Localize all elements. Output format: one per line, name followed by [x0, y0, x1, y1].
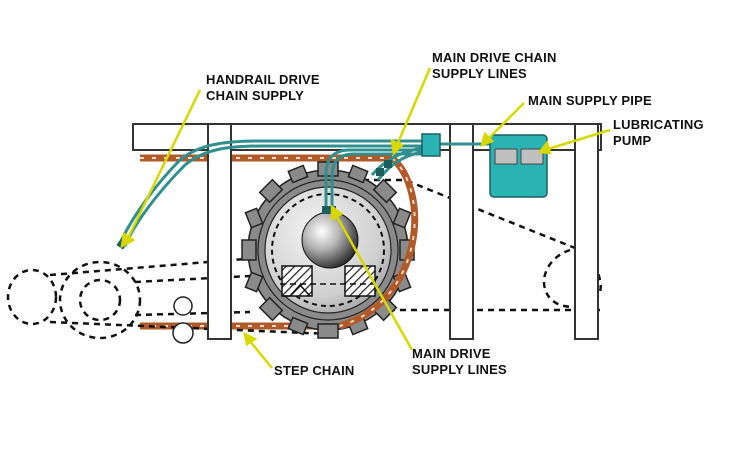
label-main-drive-supply-lines: MAIN DRIVE SUPPLY LINES	[412, 346, 507, 377]
truss-uprights	[207, 123, 599, 340]
label-main-drive-chain-supply-lines: MAIN DRIVE CHAIN SUPPLY LINES	[432, 50, 557, 81]
distribution-block	[421, 133, 441, 157]
step-chain-sprocket-arc	[338, 155, 419, 330]
tension-wheels	[172, 296, 194, 344]
lubricating-pump	[489, 134, 548, 198]
label-handrail-drive-chain-supply: HANDRAIL DRIVE CHAIN SUPPLY	[206, 72, 320, 103]
label-step-chain: STEP CHAIN	[274, 363, 355, 378]
bearing-blocks	[280, 265, 376, 297]
callout-leaders	[120, 67, 611, 369]
label-lubricating-pump: LUBRICATING PUMP	[613, 117, 704, 148]
label-main-supply-pipe: MAIN SUPPLY PIPE	[528, 93, 652, 108]
